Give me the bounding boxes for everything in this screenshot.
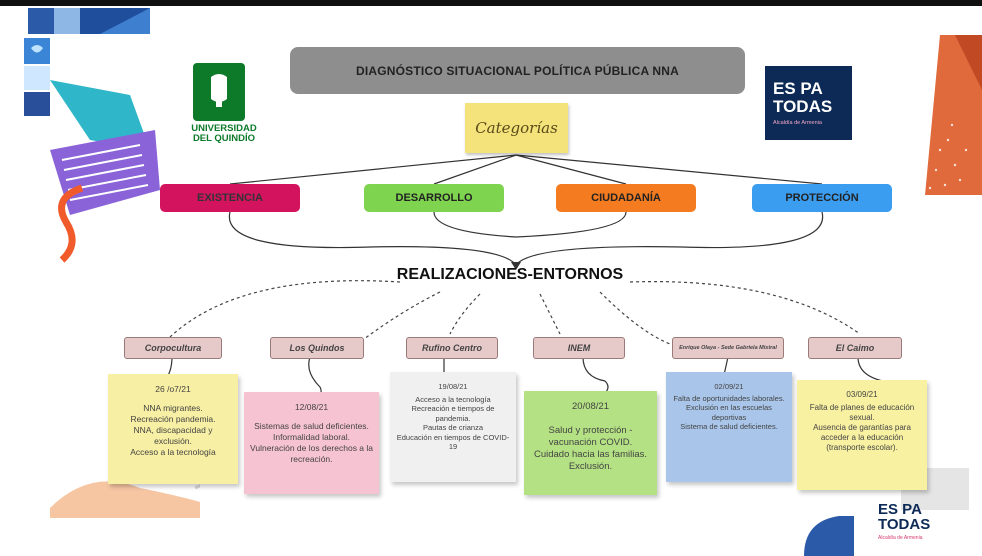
note-line: Acceso a la tecnología [415, 394, 491, 404]
place-inem: INEM [533, 337, 625, 359]
realizaciones-entornos-label: REALIZACIONES-ENTORNOS [396, 266, 624, 283]
note-line: Sistemas de salud deficientes. [254, 421, 369, 431]
esp-logo-subtitle: Alcaldía de Armenia [773, 120, 822, 126]
esp-logo-top-text: ES PA [773, 79, 823, 98]
note-los-quindos: 12/08/21 Sistemas de salud deficientes. … [244, 392, 379, 494]
note-line: Exclusión en las escuelas deportivas [686, 403, 772, 422]
note-line: Sistema de salud deficientes. [680, 422, 778, 431]
note-rufino-centro: 19/08/21 Acceso a la tecnología Recreaci… [390, 372, 516, 482]
note-line: Vulneración de los derechos a la recreac… [250, 443, 374, 464]
note-inem: 20/08/21 Salud y protección - vacunación… [524, 391, 657, 495]
categories-note: Categorías [465, 103, 568, 153]
note-line: Falta de planes de educación sexual. [809, 403, 915, 422]
note-line: Cuidado hacia las familias. [533, 449, 647, 460]
note-enrique-olaya: 02/09/21 Falta de oportunidades laborale… [666, 372, 792, 482]
note-el-caimo: 03/09/21 Falta de planes de educación se… [797, 380, 927, 490]
note-line: Ausencia de garantías para acceder a la … [813, 423, 911, 452]
note-date: 02/09/21 [714, 382, 744, 391]
note-line: Falta de oportunidades laborales. [673, 393, 785, 403]
category-proteccion: PROTECCIÓN [752, 184, 892, 212]
top-border [0, 0, 982, 6]
esp-logo-bottom-bottom-text: TODAS [878, 516, 931, 533]
note-line: NNA migrantes. [143, 403, 203, 413]
note-line: Recreación pandemia. [130, 414, 216, 424]
category-existencia: EXISTENCIA [160, 184, 300, 212]
category-desarrollo: DESARROLLO [364, 184, 504, 212]
esp-logo-bottom: ES PA TODAS Alcaldía de Armenia [876, 500, 954, 548]
university-logo-line1: UNIVERSIDAD [191, 123, 257, 134]
page-title: DIAGNÓSTICO SITUACIONAL POLÍTICA PÚBLICA… [290, 47, 745, 94]
note-corpocultura: 26 /o7/21 NNA migrantes. Recreación pand… [108, 374, 238, 484]
note-line: Recreación e tiempos de pandemia. [411, 404, 495, 423]
decorative-left-art [24, 8, 200, 518]
esp-logo-top: ES PA TODAS Alcaldía de Armenia [765, 66, 852, 140]
note-line: NNA, discapacidad y exclusión. [133, 425, 213, 446]
note-line: Educación en tiempos de COVID-19 [396, 432, 510, 452]
note-date: 12/08/21 [294, 402, 329, 412]
university-logo-text: UNIVERSIDAD DEL QUINDÍO [176, 124, 272, 144]
note-line: Salud y protección - vacunación COVID. [548, 425, 633, 448]
note-line: Exclusión. [568, 461, 613, 472]
category-ciudadania: CIUDADANÍA [556, 184, 696, 212]
note-date: 26 /o7/21 [155, 384, 191, 394]
place-los-quindos: Los Quindos [270, 337, 364, 359]
note-date: 20/08/21 [572, 401, 609, 412]
university-logo-line2: DEL QUINDÍO [192, 133, 256, 144]
note-line: Pautas de crianza [422, 423, 484, 432]
university-shield-logo [193, 63, 245, 121]
decorative-bottom-right-art [804, 516, 854, 556]
esp-logo-bottom-subtitle: Alcaldía de Armenia [878, 535, 923, 541]
esp-logo-bottom-top-text: ES PA [878, 501, 922, 518]
place-el-caimo: El Caimo [808, 337, 902, 359]
place-enrique-olaya: Enrique Olaya - Sede Gabriela Mistral [672, 337, 784, 359]
esp-logo-bottom-text: TODAS [773, 97, 833, 116]
note-line: Informalidad laboral. [272, 432, 350, 442]
note-line: Acceso a la tecnología [130, 447, 216, 457]
place-rufino-centro: Rufino Centro [406, 337, 498, 359]
place-corpocultura: Corpocultura [124, 337, 222, 359]
decorative-right-art [925, 35, 982, 195]
note-date: 19/08/21 [438, 382, 468, 391]
note-date: 03/09/21 [846, 390, 878, 399]
